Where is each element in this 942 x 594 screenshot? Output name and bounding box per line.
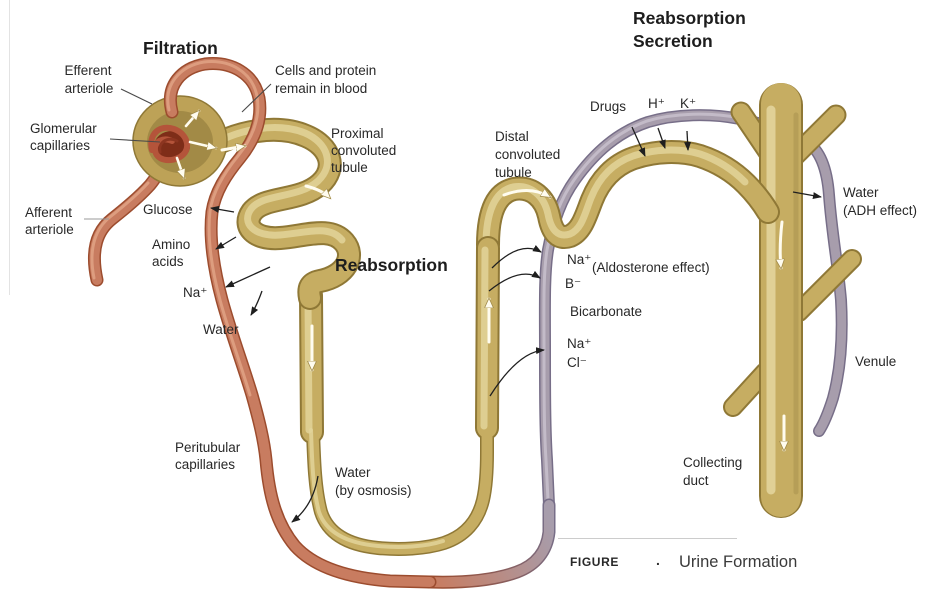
label-water-osmosis-line2: (by osmosis): [335, 483, 412, 498]
label-afferent-arteriole-line2: arteriole: [25, 222, 74, 237]
label-potassium: K⁺: [680, 96, 696, 111]
label-collecting-duct-line1: Collecting: [683, 455, 742, 470]
label-cells-protein-line2: remain in blood: [275, 81, 367, 96]
label-peritubular-capillaries-line1: Peritubular: [175, 440, 241, 455]
filtration-arrow-right: [188, 140, 216, 148]
transport-arrow-water: [250, 290, 263, 316]
flow-arrows: [220, 146, 784, 450]
label-sodium-aldosterone-ion: Na⁺: [567, 252, 591, 267]
ascending-limb-highlight: [480, 246, 489, 430]
caption-separator: .: [656, 552, 660, 568]
label-proximal-tubule-line3: tubule: [331, 160, 368, 175]
transport-arrows: [210, 126, 822, 523]
label-venule: Venule: [855, 354, 896, 369]
label-water: Water: [203, 322, 239, 337]
glomerular-capillary-coil: [148, 124, 191, 164]
label-glomerular-capillaries-line1: Glomerular: [30, 121, 97, 136]
bowmans-capsule: [87, 95, 228, 287]
label-amino-acids-line2: acids: [152, 254, 184, 269]
transport-arrow-sodium-chloride: [489, 347, 545, 397]
capillary-transition-segment: [423, 498, 556, 589]
flow-arrow-duct-upper: [780, 220, 782, 268]
transport-arrow-water-osmosis: [291, 475, 319, 523]
label-cells-protein-line1: Cells and protein: [275, 63, 376, 78]
label-sodium-chloride-line2: Cl⁻: [567, 355, 587, 370]
transport-arrow-potassium: [684, 130, 692, 151]
transport-arrow-aldosterone: [491, 244, 542, 269]
leader-glomerular-capillaries: [109, 138, 161, 143]
leader-efferent-arteriole: [120, 88, 153, 105]
label-b-ion: B⁻: [565, 276, 581, 291]
label-amino-acids-line1: Amino: [152, 237, 190, 252]
label-sodium-aldosterone-effect: (Aldosterone effect): [592, 260, 710, 275]
heading-reabsorption-secretion-line1: Reabsorption: [633, 8, 746, 28]
label-glomerular-capillaries-line2: capillaries: [30, 138, 90, 153]
heading-reabsorption: Reabsorption: [335, 255, 448, 275]
transport-arrow-drugs: [631, 126, 646, 157]
descending-limb-highlight: [304, 294, 313, 434]
label-peritubular-capillaries-line2: capillaries: [175, 457, 235, 472]
transport-arrow-glucose: [210, 205, 235, 213]
label-sodium: Na⁺: [183, 285, 207, 300]
label-proximal-tubule-line1: Proximal: [331, 126, 384, 141]
label-water-osmosis-line1: Water: [335, 465, 371, 480]
caption-title: Urine Formation: [679, 553, 797, 571]
heading-filtration: Filtration: [143, 38, 218, 58]
loop-thin-highlight: [309, 428, 445, 549]
efferent-peritubular-highlight: [166, 60, 260, 397]
label-efferent-arteriole-line1: Efferent: [64, 63, 111, 78]
collecting-duct: [723, 83, 862, 518]
heading-reabsorption-secretion-line2: Secretion: [633, 31, 713, 51]
label-distal-tubule-line1: Distal: [495, 129, 529, 144]
leader-lines: [84, 83, 272, 220]
label-water-adh-line2: (ADH effect): [843, 203, 917, 218]
peritubular-capillary-vessel: [164, 57, 437, 589]
filtration-arrow-down: [175, 156, 184, 178]
caption-figure-label: FIGURE: [570, 555, 619, 569]
transport-arrow-adh-water: [792, 191, 822, 200]
filtration-arrows: [175, 111, 216, 178]
flow-arrow-distal: [502, 190, 550, 199]
flow-arrow-proximal-entry: [220, 146, 245, 150]
label-hydrogen: H⁺: [648, 96, 665, 111]
label-bicarbonate: Bicarbonate: [570, 304, 642, 319]
label-sodium-chloride-line1: Na⁺: [567, 336, 591, 351]
proximal-convoluted-tubule: [194, 117, 361, 310]
label-afferent-arteriole-line1: Afferent: [25, 205, 72, 220]
transport-arrow-bicarbonate: [488, 270, 541, 292]
transport-arrow-sodium: [225, 266, 271, 288]
label-efferent-arteriole-line2: arteriole: [65, 81, 114, 96]
label-glucose: Glucose: [143, 202, 193, 217]
label-water-adh-line1: Water: [843, 185, 879, 200]
label-proximal-tubule-line2: convoluted: [331, 143, 396, 158]
filtration-arrow-up: [184, 111, 201, 128]
transport-arrow-amino-acids: [215, 236, 237, 250]
label-drugs: Drugs: [590, 99, 626, 114]
loop-of-henle: [299, 236, 500, 556]
flow-arrow-proximal: [304, 184, 332, 200]
leader-cells-protein: [241, 83, 272, 113]
label-collecting-duct-line2: duct: [683, 473, 709, 488]
label-distal-tubule-line2: convoluted: [495, 147, 560, 162]
label-distal-tubule-line3: tubule: [495, 165, 532, 180]
transport-arrow-hydrogen: [657, 127, 666, 149]
